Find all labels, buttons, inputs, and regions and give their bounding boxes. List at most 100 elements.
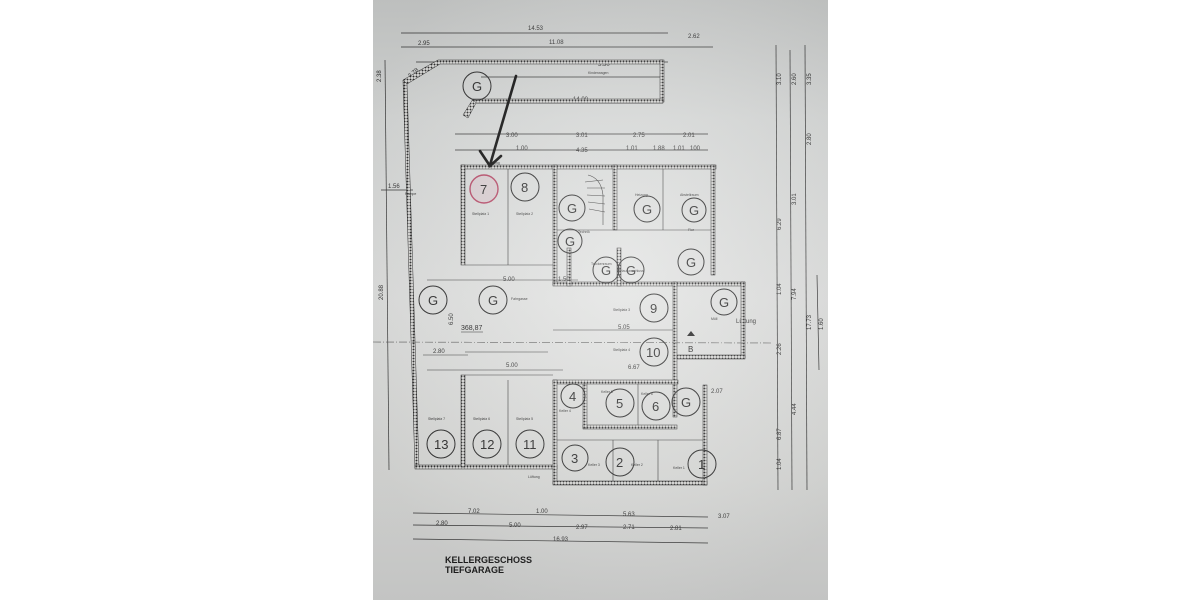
dim-label: 2.60 — [792, 73, 798, 85]
numbered-space-circles — [426, 172, 717, 479]
space-number: 13 — [434, 437, 448, 452]
dim-label: 11.08 — [549, 40, 564, 46]
dim-label: 5.63 — [623, 512, 635, 518]
building-walls — [402, 59, 746, 486]
room-label-trockenraum: Trockenraum — [591, 262, 612, 266]
room-label-flur: Flur — [688, 228, 695, 232]
dim-label: 1.01 — [673, 146, 685, 152]
area-marker: G — [686, 255, 696, 270]
room-label-heizung: Heizung — [635, 193, 648, 197]
dim-label: 3.01 — [792, 193, 798, 205]
dim-label: 1.00 — [516, 146, 528, 152]
dim-label: 2.97 — [576, 525, 588, 531]
dim-label: 1.00 — [536, 509, 548, 515]
dim-label: 1.60 — [819, 318, 825, 330]
drawing-title-line2: TIEFGARAGE — [445, 565, 505, 575]
dim-label: 4.44 — [792, 403, 798, 415]
area-marker: G — [488, 293, 498, 308]
area-marker: G — [642, 202, 652, 217]
bottom-dimension-lines — [412, 512, 709, 544]
space-label: Stellplatz 2 — [516, 212, 533, 216]
space-number: 11 — [523, 437, 537, 452]
dim-label: 2.80 — [436, 521, 448, 527]
dim-label: 1.50 — [558, 277, 570, 283]
common-area-letters: G G G G G G G G G G G G — [428, 79, 729, 410]
space-label: Stellplatz 1 — [472, 212, 489, 216]
dim-label: 16.93 — [553, 537, 569, 543]
dim-label: 6.29 — [777, 218, 783, 230]
section-marker-arrow-icon — [687, 331, 695, 336]
dim-label: 2.62 — [688, 34, 700, 40]
dim-label: 6.67 — [628, 365, 640, 371]
ventilation-label-bottom: Lüftung — [528, 475, 540, 479]
dim-label: 100 — [690, 146, 701, 152]
space-label: Keller 2 — [631, 463, 643, 467]
dim-label: 3.01 — [576, 133, 588, 139]
dim-label: 2.80 — [433, 349, 445, 355]
top-dimension-lines — [401, 32, 713, 151]
space-label: Stellplatz 6 — [473, 417, 490, 421]
dim-label: 5.05 — [618, 325, 630, 331]
dim-label: 3.35 — [807, 73, 813, 85]
dim-label: 5.00 — [509, 523, 521, 529]
dim-label: 1.04 — [777, 283, 783, 295]
area-marker: G — [567, 201, 577, 216]
dim-label: 7.94 — [792, 288, 798, 300]
area-marker: G — [719, 295, 729, 310]
dim-label: 20.88 — [379, 284, 385, 300]
highlighted-space-7-circle — [469, 174, 499, 204]
ventilation-label-right: Lüftung — [736, 319, 756, 325]
dim-label: 5.30 — [598, 62, 610, 68]
dim-label: 2.01 — [683, 133, 695, 139]
dim-label: 3.00 — [506, 133, 518, 139]
dim-label: 2.75 — [633, 133, 645, 139]
area-marker: G — [565, 234, 575, 249]
room-label-muell: Müll — [711, 317, 718, 321]
area-marker: G — [472, 79, 482, 94]
dim-label: 4.35 — [576, 148, 588, 154]
dim-label: 1.01 — [626, 146, 638, 152]
room-label-fahrgasse: Fahrgasse — [511, 297, 528, 301]
dim-label: 1.88 — [653, 146, 665, 152]
dim-label: 6.50 — [449, 313, 455, 325]
dim-label: 6.87 — [777, 428, 783, 440]
space-number-highlighted: 7 — [480, 182, 487, 197]
drawing-title-line1: KELLERGESCHOSS — [445, 555, 533, 565]
room-label-rampe: Rampe — [405, 192, 416, 196]
area-marker: G — [626, 263, 636, 278]
floor-plan-photo: 14.53 2.95 11.08 2.62 3.78 5.30 14.00 3.… — [373, 0, 828, 600]
space-label: Stellplatz 3 — [613, 308, 630, 312]
space-label: Stellplatz 7 — [428, 417, 445, 421]
floor-plan-drawing: 14.53 2.95 11.08 2.62 3.78 5.30 14.00 3.… — [373, 26, 825, 544]
room-label-kinderwagen: Kinderwagen — [588, 71, 608, 75]
space-number: 6 — [652, 399, 659, 414]
dim-label: 17.73 — [807, 314, 813, 330]
numbered-space-labels: 1 2 3 4 5 6 7 8 9 10 11 12 13 — [434, 180, 705, 472]
section-marker-label: B — [688, 345, 693, 354]
space-label: Keller 3 — [588, 463, 600, 467]
space-number: 5 — [616, 396, 623, 411]
area-marker: G — [681, 395, 691, 410]
space-number: 8 — [521, 180, 528, 195]
drawing-title: KELLERGESCHOSS TIEFGARAGE — [445, 555, 532, 575]
annotation-arrow-icon — [478, 74, 518, 168]
dim-label: 2.81 — [670, 526, 682, 532]
space-label: Keller 6 — [641, 392, 653, 396]
space-label: Keller 1 — [673, 466, 685, 470]
space-number: 10 — [646, 345, 660, 360]
room-label-hausanschluss: Hausanschluss — [620, 269, 644, 273]
area-marker: G — [428, 293, 438, 308]
elevation-mark: 368,87 — [461, 325, 483, 332]
section-line — [373, 341, 774, 344]
area-marker: G — [601, 263, 611, 278]
dim-label: 2.07 — [711, 389, 723, 395]
right-dimension-lines — [775, 44, 820, 491]
dim-label: 3.10 — [777, 73, 783, 85]
dim-label: 2.95 — [418, 41, 430, 47]
dim-label: 5.00 — [506, 363, 518, 369]
room-label-abstellraum: Abstellraum — [680, 193, 699, 197]
space-label: Keller 5 — [601, 390, 613, 394]
dim-label: 5.00 — [503, 277, 515, 283]
dim-label: 1.56 — [388, 184, 400, 190]
dim-label: 2.71 — [623, 525, 635, 531]
